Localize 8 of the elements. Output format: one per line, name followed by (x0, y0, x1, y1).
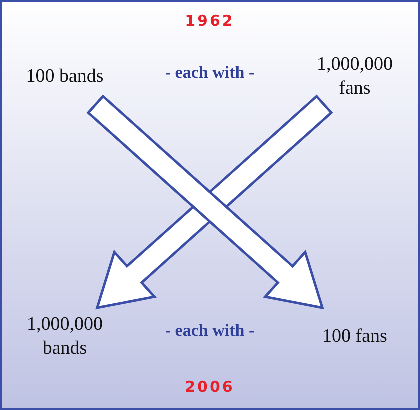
year-label: 1962 (185, 11, 235, 32)
count-label: 100 bands (26, 65, 104, 89)
count-label: 100 fans (322, 325, 388, 349)
connector-text: - each with - (165, 62, 255, 84)
count-label: 1,000,000 fans (316, 53, 394, 101)
connector-text: - each with - (165, 320, 255, 342)
count-label: 1,000,000 bands (26, 313, 104, 361)
year-label: 2006 (185, 377, 235, 398)
